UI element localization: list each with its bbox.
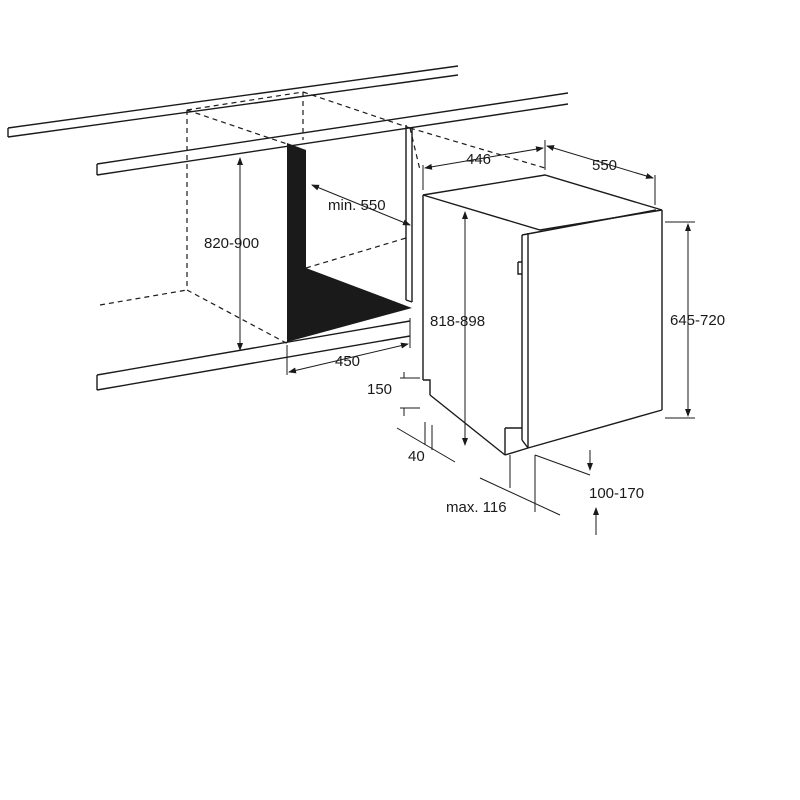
dim-450-line: [286, 318, 411, 375]
label-450: 450: [335, 353, 360, 370]
label-100-170: 100-170: [589, 485, 644, 502]
dim-min550-line: [311, 184, 411, 226]
label-max-116: max. 116: [446, 499, 507, 516]
label-818-898: 818-898: [430, 313, 485, 330]
label-550: 550: [592, 157, 617, 174]
label-min-550: min. 550: [328, 197, 386, 214]
label-40: 40: [408, 448, 425, 465]
dim-max116-line: [479, 455, 599, 535]
worktop: [7, 65, 569, 176]
label-645-720: 645-720: [670, 312, 725, 329]
label-446: 446: [466, 151, 491, 168]
label-820-900: 820-900: [204, 235, 259, 252]
dim-150-line: [400, 372, 420, 416]
floor-lines: [96, 320, 411, 391]
dim-100-170-line: [534, 450, 593, 512]
cabinet-side-panel: [405, 125, 413, 303]
niche-interior: [287, 143, 412, 342]
niche-back-dash: [305, 237, 407, 269]
dim-40-line: [396, 422, 456, 463]
dim-446-line: [422, 145, 546, 190]
dim-645-720-line: [665, 221, 695, 419]
label-150: 150: [367, 381, 392, 398]
dishwasher-body: [422, 174, 663, 456]
dim-550-line: [544, 140, 656, 205]
